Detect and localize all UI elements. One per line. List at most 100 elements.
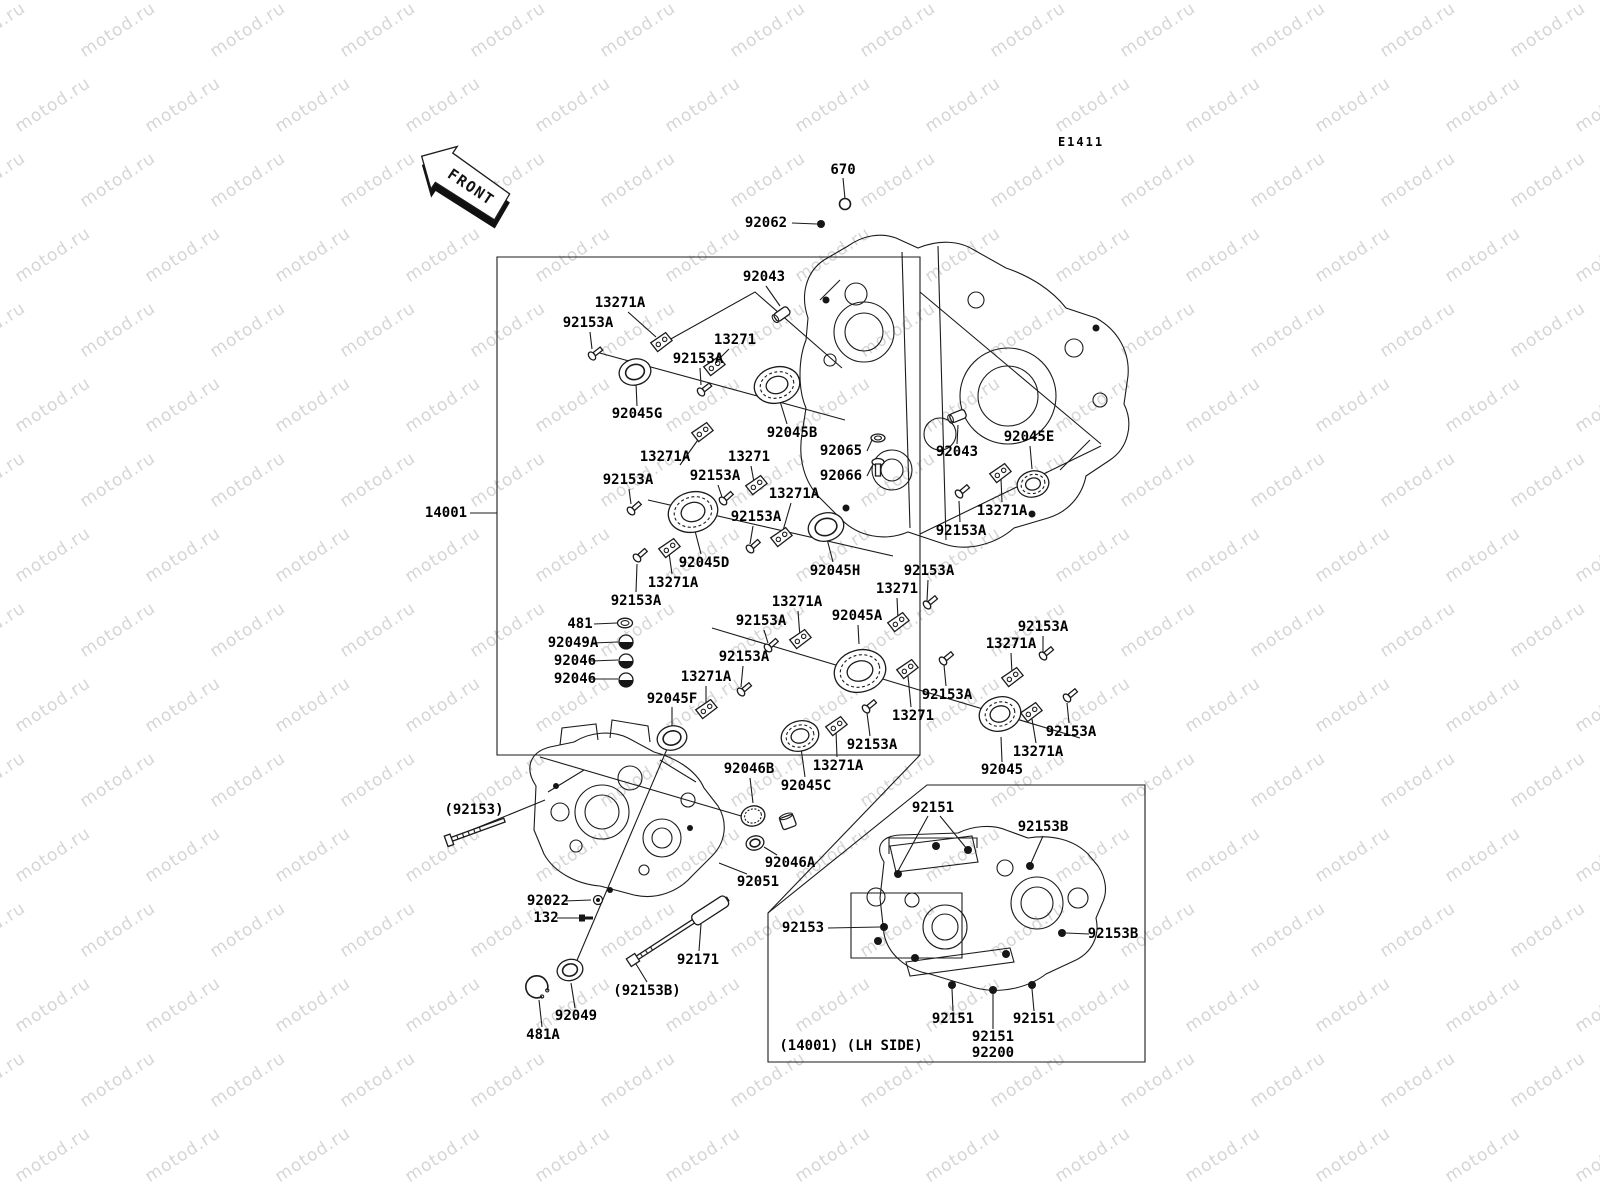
screw-icon <box>1038 645 1055 662</box>
bracket-icon <box>1020 702 1044 723</box>
part-label: 14001 <box>424 505 468 521</box>
part-label: (92153B) <box>613 983 681 999</box>
part-label: 92153A <box>935 523 987 539</box>
part-label: 92051 <box>736 874 780 890</box>
part-label: 670 <box>830 162 856 178</box>
axis-lines <box>452 292 1080 965</box>
part-label: 92153A <box>735 613 787 629</box>
part-label: 13271A <box>1012 744 1064 760</box>
part-label: 92022 <box>526 893 570 909</box>
part-label: 92171 <box>676 952 720 968</box>
bracket-icon <box>770 527 794 548</box>
part-label: 92153B <box>1087 926 1139 942</box>
part-label: 13271A <box>985 636 1037 652</box>
inset-box <box>768 785 1145 1062</box>
shim-ring-icon <box>618 618 633 628</box>
seal-icon <box>654 723 689 754</box>
bracket-icon <box>896 659 920 680</box>
part-label: 92153A <box>921 687 973 703</box>
part-label: 92151 <box>911 800 955 816</box>
part-label: 13271 <box>891 708 935 724</box>
part-label: 92153A <box>718 649 770 665</box>
plug-icon <box>817 220 825 228</box>
part-label: 13271A <box>680 669 732 685</box>
needle-bearing-icon <box>739 803 767 829</box>
part-glyphs <box>444 199 1079 1003</box>
part-label: (92153) <box>444 802 504 818</box>
screw-icon <box>745 538 762 555</box>
part-label: 92153A <box>689 468 741 484</box>
bolt-icon <box>872 459 884 477</box>
screw-icon <box>763 637 780 654</box>
leader-lines <box>470 178 1089 1029</box>
part-label: 481 <box>567 616 593 632</box>
screw-icon <box>861 698 878 715</box>
part-label: 92153A <box>610 593 662 609</box>
part-label: 92153 <box>781 920 825 936</box>
screw-icon <box>1062 687 1079 704</box>
bracket-icon <box>691 422 715 443</box>
bracket-icon <box>650 332 674 353</box>
part-label: 92045E <box>1003 429 1055 445</box>
bracket-icon <box>658 538 682 559</box>
part-label: 92153A <box>672 351 724 367</box>
part-label: 92153A <box>562 315 614 331</box>
snap-ring-icon <box>521 971 553 1003</box>
screw-icon <box>938 650 955 667</box>
crankcase-lh-drawing <box>530 720 724 896</box>
screw-icon <box>718 490 735 507</box>
part-label: 92153A <box>1045 724 1097 740</box>
part-label: 13271A <box>594 295 646 311</box>
part-label: 13271A <box>768 486 820 502</box>
cap-icon <box>619 673 633 687</box>
o-ring-icon <box>840 199 851 210</box>
screw-icon <box>922 594 939 611</box>
bracket-icon <box>825 716 849 737</box>
screw-icon <box>696 381 713 397</box>
part-label: 92066 <box>819 468 863 484</box>
part-label: 92045B <box>766 425 818 441</box>
part-label: 13271A <box>639 449 691 465</box>
part-label: 92045C <box>780 778 832 794</box>
part-label: 92045 <box>980 762 1024 778</box>
bracket-icon <box>695 699 719 720</box>
part-label: 92049 <box>554 1008 598 1024</box>
part-label: 92043 <box>935 444 979 460</box>
seal-icon <box>616 355 654 388</box>
cap-icon <box>619 654 633 668</box>
part-label: 13271A <box>812 758 864 774</box>
bearing-icon <box>750 362 804 409</box>
part-label: 92062 <box>744 215 788 231</box>
bearing-icon <box>975 692 1024 736</box>
part-label: 92151 <box>931 1011 975 1027</box>
assembly-box <box>497 257 1101 913</box>
bracket-icon <box>887 612 911 633</box>
bracket-icon <box>1001 667 1025 688</box>
dowel-icon <box>947 409 968 424</box>
part-label: 13271 <box>875 581 919 597</box>
washer-icon <box>871 434 885 442</box>
part-label: 13271 <box>727 449 771 465</box>
part-label: 92045F <box>646 691 698 707</box>
bearing-icon <box>829 644 890 698</box>
seal-icon <box>805 509 847 545</box>
bushing-icon <box>779 812 797 830</box>
part-label: 92046A <box>764 855 816 871</box>
part-label: 92045D <box>678 555 730 571</box>
part-label: 92200 <box>971 1045 1015 1061</box>
seal-icon <box>555 956 586 983</box>
part-label: 92151 <box>971 1029 1015 1045</box>
nut-icon <box>626 954 639 967</box>
dowel-icon <box>771 306 791 324</box>
seal-icon <box>744 834 765 852</box>
bearing-icon <box>778 717 822 756</box>
part-label: 92153A <box>730 509 782 525</box>
part-label: 92153A <box>1017 619 1069 635</box>
bearing-icon <box>664 486 723 538</box>
part-label: 92045A <box>831 608 883 624</box>
part-label: 92046 <box>553 653 597 669</box>
part-label: 132 <box>533 910 559 926</box>
part-label: 92043 <box>742 269 786 285</box>
